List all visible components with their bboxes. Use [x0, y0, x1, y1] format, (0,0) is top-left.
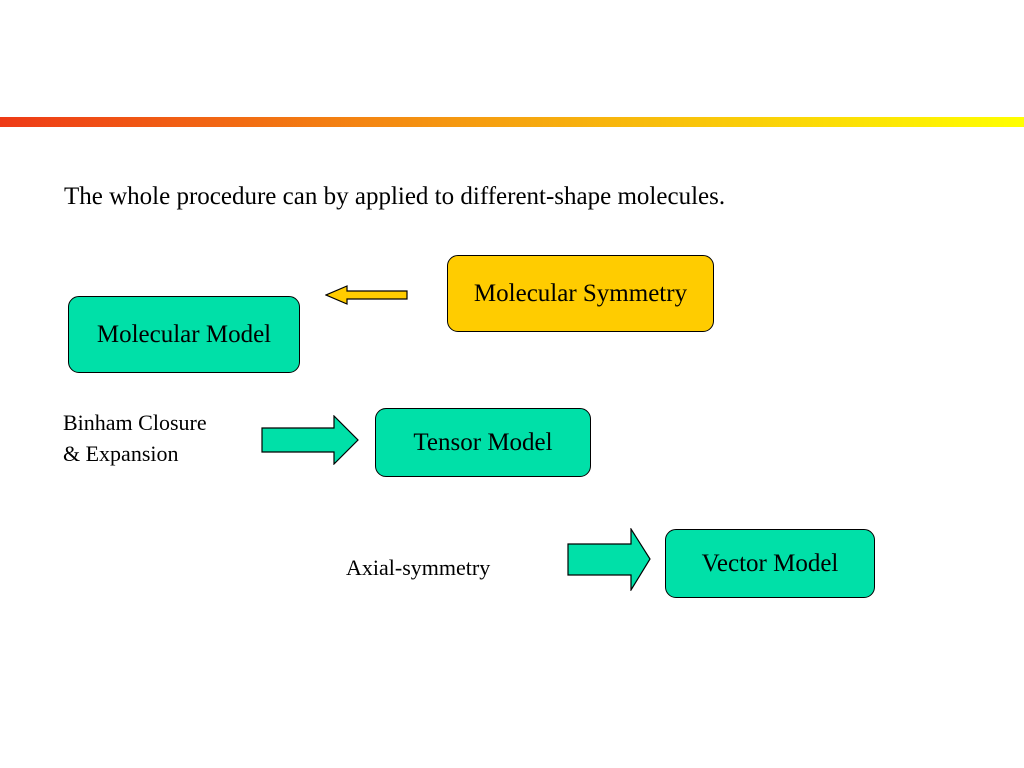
- axial-arrow: [567, 528, 651, 591]
- tensor-model-box: Tensor Model: [375, 408, 591, 477]
- closure-arrow: [261, 415, 359, 465]
- tensor-model-label: Tensor Model: [413, 428, 553, 456]
- axial-symmetry-label: Axial-symmetry: [346, 555, 491, 580]
- closure-label-line1: Binham Closure: [63, 410, 207, 435]
- axial-arrow-shape: [567, 528, 651, 591]
- closure-expansion-label: Binham Closure & Expansion: [63, 407, 207, 469]
- header-gradient-bar: [0, 117, 1024, 127]
- molecular-model-label: Molecular Model: [96, 320, 272, 348]
- molecular-model-box: Molecular Model: [68, 296, 300, 373]
- molecular-symmetry-label: Molecular Symmetry: [473, 279, 688, 307]
- vector-model-label: Vector Model: [701, 549, 839, 577]
- intro-text: The whole procedure can by applied to di…: [64, 183, 726, 210]
- molecular-symmetry-box: Molecular Symmetry: [447, 255, 714, 332]
- left-arrow-shape: [325, 285, 408, 305]
- closure-label-line2: & Expansion: [63, 441, 179, 466]
- left-arrow: [325, 285, 408, 305]
- closure-arrow-shape: [261, 415, 359, 465]
- vector-model-box: Vector Model: [665, 529, 875, 598]
